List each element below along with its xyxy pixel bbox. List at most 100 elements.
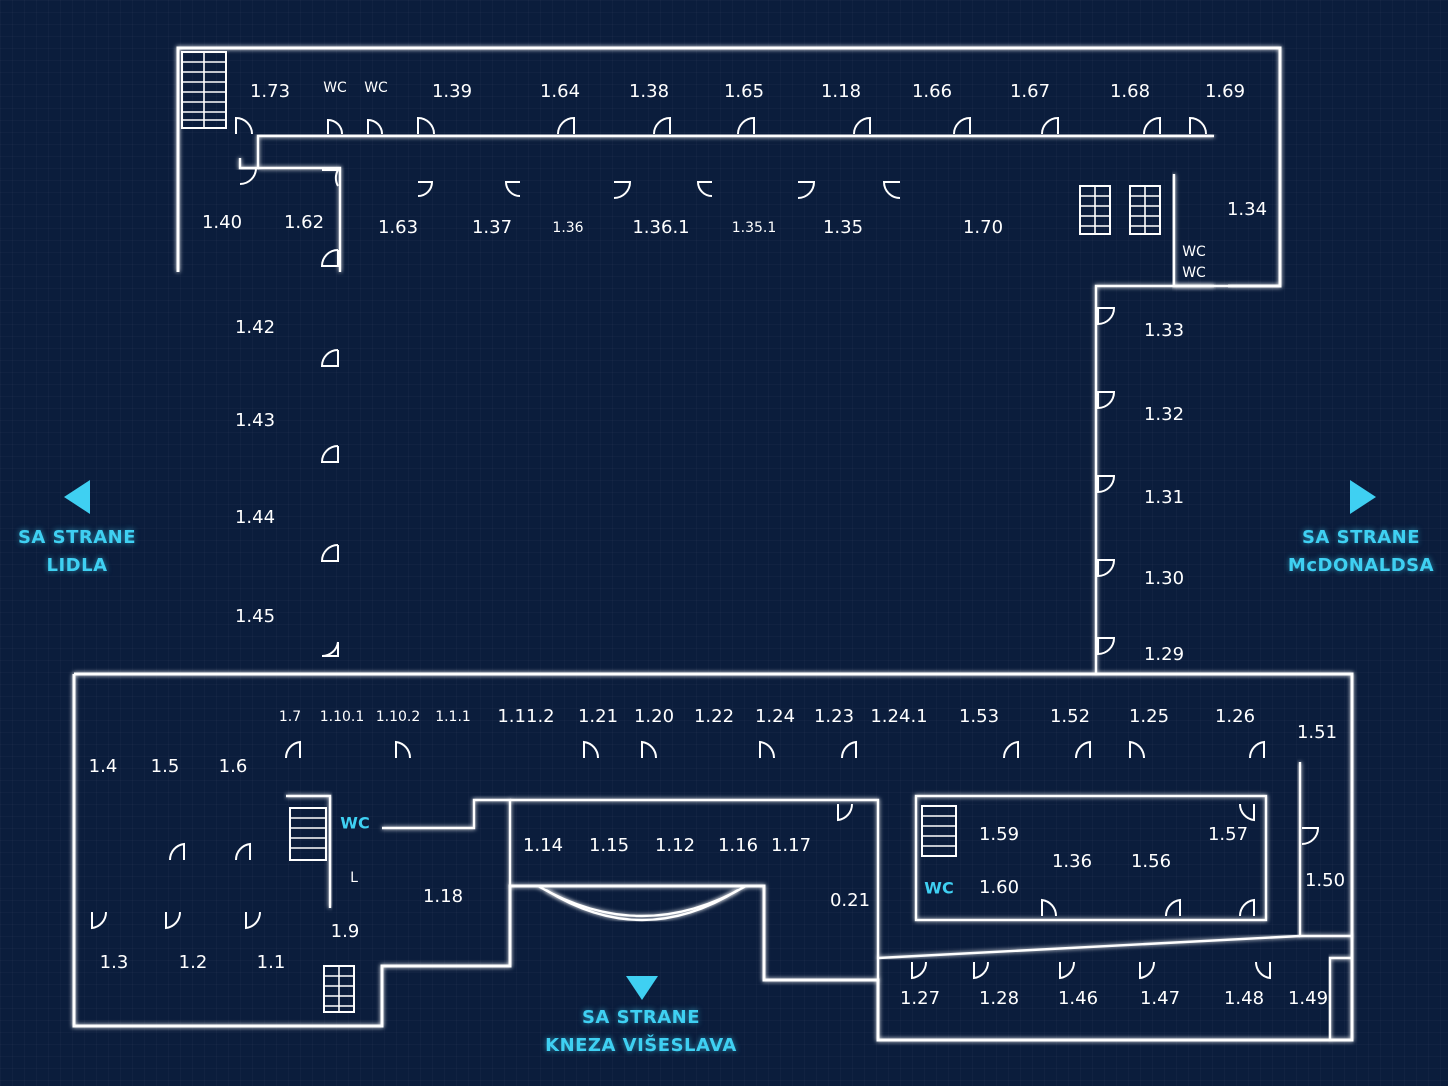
south-wing-walls: [72, 672, 1354, 1042]
room-label[interactable]: 1.1: [257, 952, 286, 973]
north-wing-walls: [176, 46, 1282, 288]
room-label[interactable]: 1.35: [823, 217, 863, 238]
arrow-down-icon: [626, 976, 658, 1000]
room-labels: 1.73 WC WC 1.39 1.64 1.38 1.65 1.18 1.66…: [89, 80, 1345, 1009]
room-label[interactable]: 1.26: [1215, 706, 1255, 727]
room-label[interactable]: 1.16: [718, 835, 758, 856]
room-label[interactable]: WC: [924, 879, 953, 898]
room-label[interactable]: 1.52: [1050, 706, 1090, 727]
room-label[interactable]: 1.51: [1297, 722, 1337, 743]
room-label[interactable]: 1.12: [655, 835, 695, 856]
direction-line: KNEZA VIŠESLAVA: [545, 1035, 737, 1056]
room-label[interactable]: 1.15: [589, 835, 629, 856]
room-label[interactable]: 1.45: [235, 606, 275, 627]
room-label[interactable]: 1.18: [821, 81, 861, 102]
room-label[interactable]: 1.64: [540, 81, 580, 102]
staircase-icon: [323, 965, 355, 1013]
room-label[interactable]: WC: [364, 80, 388, 96]
room-label[interactable]: 1.47: [1140, 988, 1180, 1009]
room-label[interactable]: 1.53: [959, 706, 999, 727]
room-label[interactable]: 1.7: [279, 709, 301, 725]
room-label[interactable]: 1.59: [979, 824, 1019, 845]
room-label[interactable]: 1.57: [1208, 824, 1248, 845]
room-label[interactable]: 1.36: [1052, 851, 1092, 872]
direction-line: SA STRANE: [581, 1007, 701, 1028]
room-label[interactable]: 1.30: [1144, 568, 1184, 589]
direction-line: McDONALDSA: [1287, 555, 1435, 576]
room-label[interactable]: 1.62: [284, 212, 324, 233]
room-label[interactable]: 1.43: [235, 410, 275, 431]
room-label[interactable]: 1.60: [979, 877, 1019, 898]
arrow-left-icon: [64, 480, 90, 514]
room-label[interactable]: 1.10.1: [320, 709, 365, 725]
room-label[interactable]: 1.48: [1224, 988, 1264, 1009]
room-label[interactable]: 1.21: [578, 706, 618, 727]
room-label[interactable]: 1.11.2: [497, 706, 554, 727]
arrow-right-icon: [1350, 480, 1376, 514]
room-label[interactable]: 1.1.1: [435, 709, 471, 725]
room-label[interactable]: 1.22: [694, 706, 734, 727]
room-label[interactable]: 1.24.1: [870, 706, 927, 727]
room-label[interactable]: 1.17: [771, 835, 811, 856]
room-label[interactable]: 1.23: [814, 706, 854, 727]
room-label[interactable]: 1.2: [179, 952, 208, 973]
room-label[interactable]: 1.31: [1144, 487, 1184, 508]
direction-line: SA STRANE: [1301, 527, 1421, 548]
room-label[interactable]: 1.40: [202, 212, 242, 233]
staircase-icon: [1079, 185, 1161, 235]
staircase-icon: [921, 805, 957, 857]
room-label[interactable]: 1.39: [432, 81, 472, 102]
room-label[interactable]: 1.73: [250, 81, 290, 102]
direction-label: SA STRANE LIDLA: [16, 524, 138, 580]
room-label[interactable]: 1.36: [552, 220, 583, 236]
room-label[interactable]: 1.32: [1144, 404, 1184, 425]
room-label[interactable]: 1.66: [912, 81, 952, 102]
room-label[interactable]: 1.65: [724, 81, 764, 102]
room-label[interactable]: L: [350, 870, 358, 886]
room-label[interactable]: WC: [340, 814, 369, 833]
room-label[interactable]: WC: [1182, 265, 1206, 281]
staircase-icon: [181, 51, 227, 129]
room-label[interactable]: 1.14: [523, 835, 563, 856]
room-label[interactable]: 1.36.1: [632, 217, 689, 238]
room-label[interactable]: WC: [1182, 244, 1206, 260]
room-label[interactable]: 1.56: [1131, 851, 1171, 872]
room-label[interactable]: 1.4: [89, 756, 118, 777]
room-label[interactable]: 1.67: [1010, 81, 1050, 102]
room-label[interactable]: WC: [323, 80, 347, 96]
room-label[interactable]: 1.38: [629, 81, 669, 102]
room-label[interactable]: 1.5: [151, 756, 180, 777]
room-label[interactable]: 1.50: [1305, 870, 1345, 891]
room-label[interactable]: 1.29: [1144, 644, 1184, 665]
room-label[interactable]: 1.37: [472, 217, 512, 238]
room-label[interactable]: 1.9: [331, 921, 360, 942]
direction-label: SA STRANE KNEZA VIŠESLAVA: [541, 1004, 741, 1060]
room-label[interactable]: 1.3: [100, 952, 129, 973]
room-label[interactable]: 1.25: [1129, 706, 1169, 727]
west-wing-walls: [176, 272, 344, 674]
room-label[interactable]: 1.18: [423, 886, 463, 907]
room-label[interactable]: 1.49: [1288, 988, 1328, 1009]
room-label[interactable]: 1.34: [1227, 199, 1267, 220]
room-label[interactable]: 1.46: [1058, 988, 1098, 1009]
room-label[interactable]: 1.33: [1144, 320, 1184, 341]
direction-line: SA STRANE: [17, 527, 137, 548]
room-label[interactable]: 1.42: [235, 317, 275, 338]
east-wing-walls: [1058, 272, 1230, 674]
room-label[interactable]: 1.27: [900, 988, 940, 1009]
room-label[interactable]: 1.6: [219, 756, 248, 777]
room-label[interactable]: 1.24: [755, 706, 795, 727]
door-icons: [91, 116, 1320, 980]
room-label[interactable]: 1.69: [1205, 81, 1245, 102]
direction-line: LIDLA: [46, 555, 108, 576]
room-label[interactable]: 0.21: [830, 890, 870, 911]
room-label[interactable]: 1.35.1: [732, 220, 777, 236]
room-label[interactable]: 1.10.2: [376, 709, 421, 725]
room-label[interactable]: 1.63: [378, 217, 418, 238]
room-label[interactable]: 1.44: [235, 507, 275, 528]
room-label[interactable]: 1.68: [1110, 81, 1150, 102]
room-label[interactable]: 1.28: [979, 988, 1019, 1009]
room-label[interactable]: 1.20: [634, 706, 674, 727]
room-label[interactable]: 1.70: [963, 217, 1003, 238]
